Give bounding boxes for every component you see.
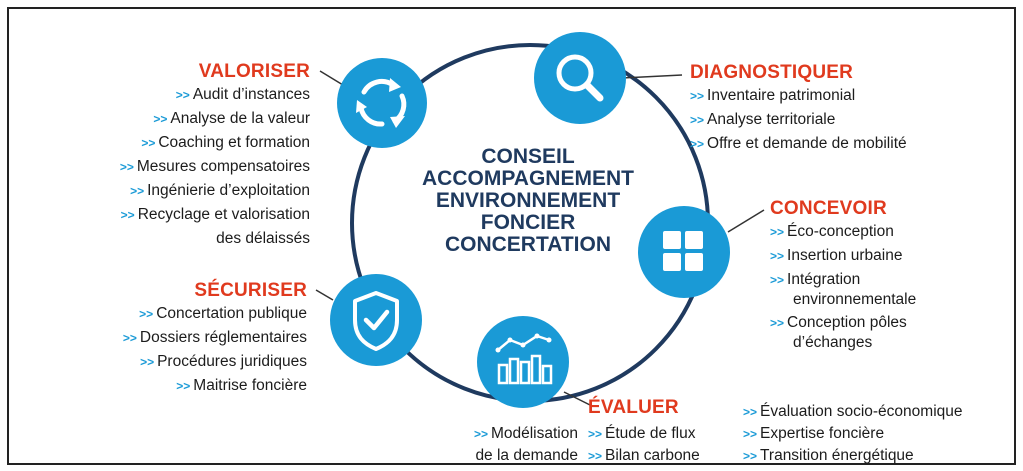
list-item: >>Analyse de la valeur (153, 110, 310, 127)
section-title-evaluer: ÉVALUER (588, 397, 679, 418)
list-item: >>Concertation publique (139, 305, 307, 322)
center-title: CONSEIL ACCOMPAGNEMENT ENVIRONNEMENT FON… (393, 146, 663, 256)
section-diagnostiquer: DIAGNOSTIQUER >>Inventaire patrimonial >… (690, 62, 990, 156)
section-title-evaluer-wrap: ÉVALUER (588, 397, 679, 419)
section-title-valoriser: VALORISER (198, 61, 310, 82)
section-securiser: SÉCURISER >>Concertation publique >>Doss… (60, 280, 307, 398)
section-title-concevoir: CONCEVOIR (770, 198, 887, 219)
center-line: FONCIER (480, 211, 576, 234)
list-item: >>Éco-conception (770, 223, 894, 240)
center-line: CONCERTATION (444, 233, 612, 256)
list-item: >>Modélisation de la demande (473, 425, 578, 464)
list-item: >>Mesures compensatoires (119, 158, 310, 175)
evaluer-col1: >>Modélisation de la demande (420, 423, 578, 466)
frame-border (7, 7, 1016, 465)
section-valoriser: VALORISER >>Audit d’instances >>Analyse … (60, 61, 310, 250)
puzzle-icon (638, 206, 730, 298)
list-item: >>Insertion urbaine (770, 247, 903, 264)
connector-securiser (315, 289, 334, 301)
list-item: >>Audit d’instances (175, 86, 310, 103)
list-item: >>Expertise foncière (743, 425, 885, 442)
list-item: >>Transition énergétique (743, 447, 914, 464)
center-line: ENVIRONNEMENT (435, 189, 621, 212)
connector-valoriser (319, 70, 344, 86)
bar-chart-icon (477, 316, 569, 408)
cycle-arrows-icon (337, 58, 427, 148)
list-item: >>Offre et demande de mobilité (690, 135, 907, 152)
list-item: >>Conception pôles d’échanges (770, 314, 907, 351)
list-item: >>Analyse territoriale (690, 111, 836, 128)
list-item: >>Étude de flux (588, 425, 696, 442)
list-item: >>Intégration environnementale (770, 271, 917, 308)
evaluer-col3: >>Évaluation socio-économique >>Expertis… (743, 401, 963, 467)
list-item: >>Dossiers réglementaires (122, 329, 307, 346)
section-title-securiser: SÉCURISER (194, 280, 307, 301)
list-item: >>Maitrise foncière (176, 377, 307, 394)
connector-diagnostiquer (621, 74, 683, 79)
center-line: ACCOMPAGNEMENT (422, 167, 634, 190)
list-item: >>Procédures juridiques (140, 353, 307, 370)
list-item: >>Bilan carbone (588, 447, 700, 464)
list-item: >>Recyclage et valorisation des délaissé… (120, 206, 310, 247)
section-concevoir: CONCEVOIR >>Éco-conception >>Insertion u… (770, 198, 1000, 352)
list-item: >>Évaluation socio-économique (743, 403, 963, 420)
list-item: >>Coaching et formation (141, 134, 310, 151)
list-item: >>Inventaire patrimonial (690, 87, 856, 104)
magnifier-icon (534, 32, 626, 124)
evaluer-col2: >>Étude de flux >>Bilan carbone (588, 423, 700, 467)
list-item: >>Ingénierie d’exploitation (130, 182, 310, 199)
section-title-diagnostiquer: DIAGNOSTIQUER (690, 62, 854, 83)
connector-concevoir (727, 209, 765, 233)
center-line: CONSEIL (481, 145, 575, 168)
connector-evaluer (563, 391, 591, 406)
shield-check-icon (330, 274, 422, 366)
